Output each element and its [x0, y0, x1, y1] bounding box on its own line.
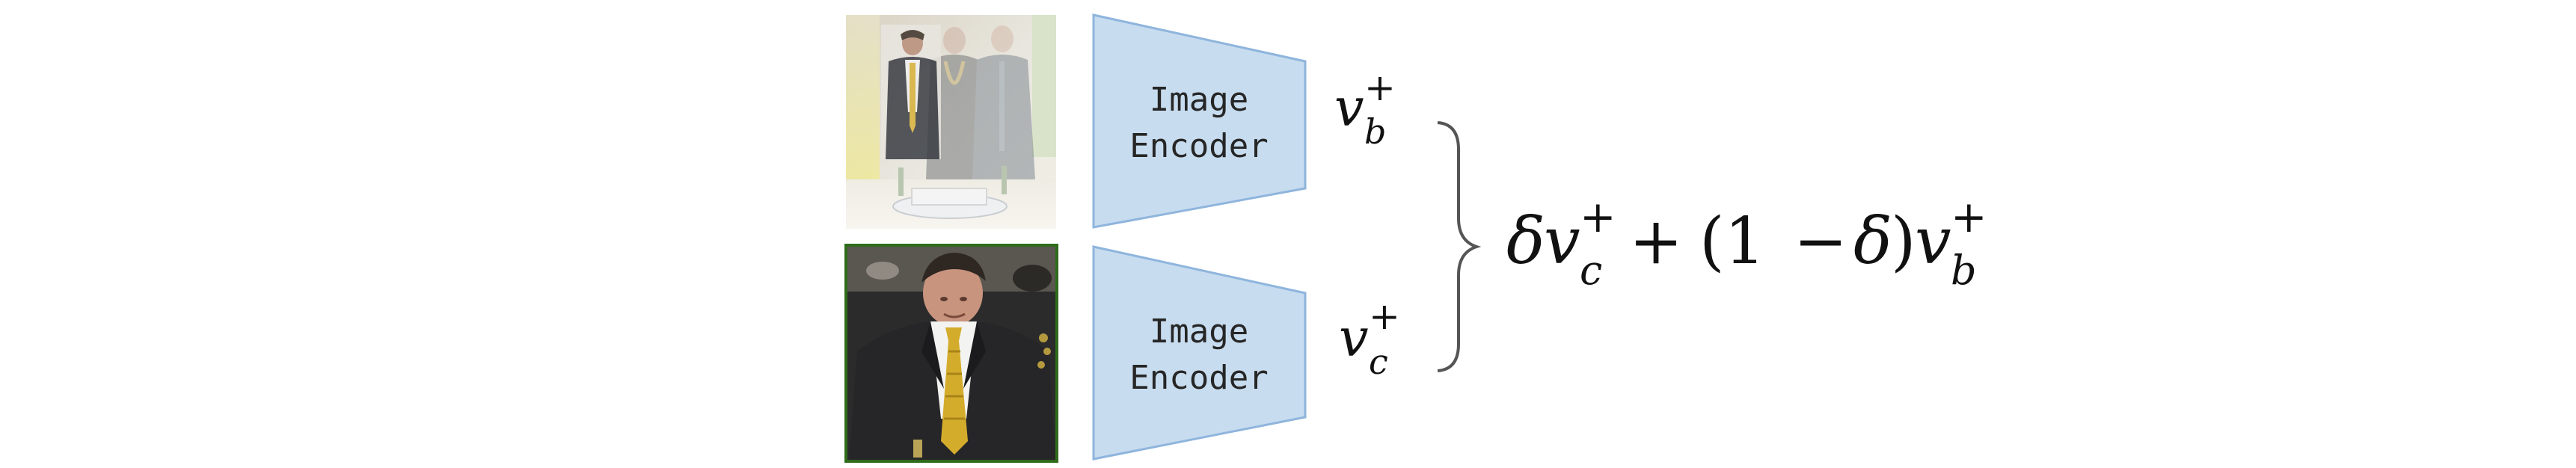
curly-brace-icon	[1437, 121, 1482, 372]
cropped-person-image	[844, 244, 1058, 463]
embedding-v-b: v b +	[1334, 66, 1396, 152]
v-c-sub: c	[1369, 342, 1388, 382]
formula-v-b-sup: +	[1951, 191, 1987, 242]
image-encoder-bottom: Image Encoder	[1092, 245, 1307, 461]
background-image	[846, 15, 1056, 229]
formula-minus: −	[1794, 204, 1847, 279]
formula-v-b-sub: b	[1951, 247, 1977, 294]
embedding-v-c: v c +	[1339, 295, 1400, 382]
formula-delta-2: δ	[1853, 204, 1892, 279]
v-c-sup: +	[1369, 295, 1400, 338]
formula-v-c-base: v	[1544, 204, 1580, 279]
v-c-base: v	[1339, 307, 1369, 369]
overlay-crop-image	[881, 25, 941, 159]
combined-embedding-formula: δ v c + + (1 − δ ) v b +	[1506, 191, 1987, 294]
formula-delta: δ	[1506, 204, 1545, 279]
v-b-sub: b	[1364, 111, 1386, 152]
encoder-label-line1: Image	[1150, 81, 1248, 119]
formula-open-paren: (1	[1699, 204, 1765, 279]
image-encoder-top: Image Encoder	[1092, 13, 1307, 229]
v-b-base: v	[1334, 77, 1364, 138]
formula-v-c-sup: +	[1580, 191, 1616, 242]
formula-v-b-base: v	[1915, 204, 1951, 279]
formula-v-c-sub: c	[1580, 247, 1602, 294]
encoder-label-line1: Image	[1150, 312, 1248, 351]
encoder-label-line2: Encoder	[1129, 127, 1268, 165]
v-b-sup: +	[1364, 66, 1396, 109]
formula-close-paren: )	[1891, 204, 1916, 279]
encoder-label-line2: Encoder	[1129, 359, 1268, 397]
formula-plus: +	[1629, 204, 1683, 279]
